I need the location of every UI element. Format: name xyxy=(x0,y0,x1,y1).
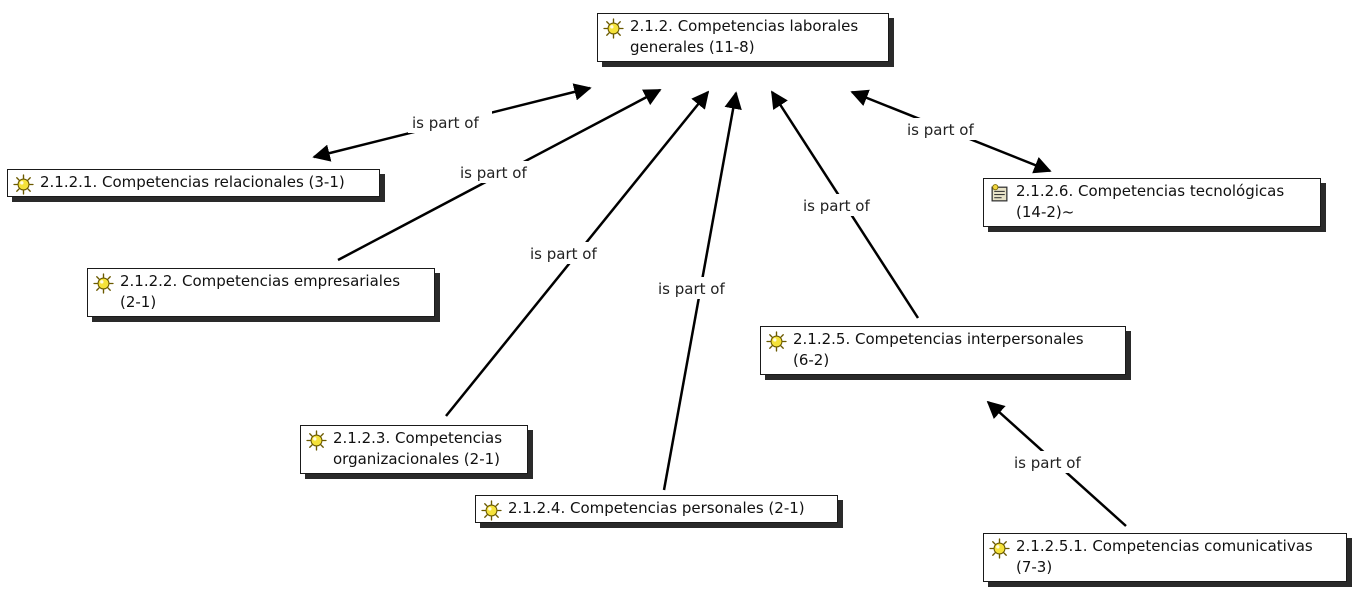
code-node-2-1-2-4[interactable]: 2.1.2.4. Competencias personales (2-1) xyxy=(475,495,838,523)
edge-label: is part of xyxy=(803,197,870,215)
node-label-line2: generales (11-8) xyxy=(630,38,755,56)
node-label-line2: organizacionales (2-1) xyxy=(333,450,501,468)
code-node-2-1-2-3[interactable]: 2.1.2.3. Competencias organizacionales (… xyxy=(300,425,528,474)
edge-organizacionales[interactable]: is part of xyxy=(445,90,710,417)
node-label-line1: 2.1.2.1. Competencias relacionales (3-1) xyxy=(40,173,345,191)
edge-empresariales[interactable]: is part of xyxy=(337,88,662,262)
sun-code-icon xyxy=(603,18,624,39)
sun-code-icon xyxy=(766,331,787,352)
node-label-line1: 2.1.2.6. Competencias tecnológicas xyxy=(1016,182,1285,200)
node-label-line1: 2.1.2.5.1. Competencias comunicativas xyxy=(1016,537,1313,555)
edge-label-bg xyxy=(903,118,987,140)
node-label-line1: 2.1.2. Competencias laborales xyxy=(630,17,859,35)
edge-label-bg xyxy=(526,242,610,264)
node-label-line2: (2-1) xyxy=(120,293,157,311)
node-label-line1: 2.1.2.3. Competencias xyxy=(333,429,503,447)
node-label-line1: 2.1.2.5. Competencias interpersonales xyxy=(793,330,1084,348)
code-node-2-1-2-6[interactable]: 2.1.2.6. Competencias tecnológicas (14-2… xyxy=(983,178,1321,227)
edge-tecnologicas[interactable]: is part of xyxy=(850,89,1052,174)
edge-label: is part of xyxy=(460,164,527,182)
code-node-2-1-2[interactable]: 2.1.2. Competencias laborales generales … xyxy=(597,13,889,62)
edge-label-bg xyxy=(654,277,738,299)
edge-interpersonales[interactable]: is part of xyxy=(770,90,920,319)
edge-label: is part of xyxy=(907,121,974,139)
node-label-line2: (6-2) xyxy=(793,351,830,369)
edge-personales[interactable]: is part of xyxy=(654,91,742,491)
code-node-2-1-2-5-1[interactable]: 2.1.2.5.1. Competencias comunicativas (7… xyxy=(983,533,1347,582)
node-label-line2: (14-2)~ xyxy=(1016,203,1075,221)
code-node-2-1-2-1[interactable]: 2.1.2.1. Competencias relacionales (3-1) xyxy=(7,169,380,197)
edge-label-bg xyxy=(408,111,492,133)
edge-label-bg xyxy=(1010,451,1094,473)
sun-code-icon xyxy=(481,500,502,521)
sun-code-icon xyxy=(306,430,327,451)
edge-label: is part of xyxy=(412,114,479,132)
edge-relacionales[interactable]: is part of xyxy=(312,83,592,162)
sun-code-icon xyxy=(13,174,34,195)
edge-label: is part of xyxy=(530,245,597,263)
node-label-line1: 2.1.2.2. Competencias empresariales xyxy=(120,272,401,290)
node-label-line2: (7-3) xyxy=(1016,558,1053,576)
code-node-2-1-2-5[interactable]: 2.1.2.5. Competencias interpersonales (6… xyxy=(760,326,1126,375)
sun-code-icon xyxy=(989,538,1010,559)
edge-label-bg xyxy=(456,161,540,183)
code-node-2-1-2-2[interactable]: 2.1.2.2. Competencias empresariales (2-1… xyxy=(87,268,435,317)
node-label-line1: 2.1.2.4. Competencias personales (2-1) xyxy=(508,499,805,517)
edge-label-bg xyxy=(799,194,883,216)
memo-code-icon xyxy=(991,184,1008,202)
edge-comunicativas[interactable]: is part of xyxy=(986,400,1127,527)
edge-label: is part of xyxy=(1014,454,1081,472)
edge-label: is part of xyxy=(658,280,725,298)
sun-code-icon xyxy=(93,273,114,294)
